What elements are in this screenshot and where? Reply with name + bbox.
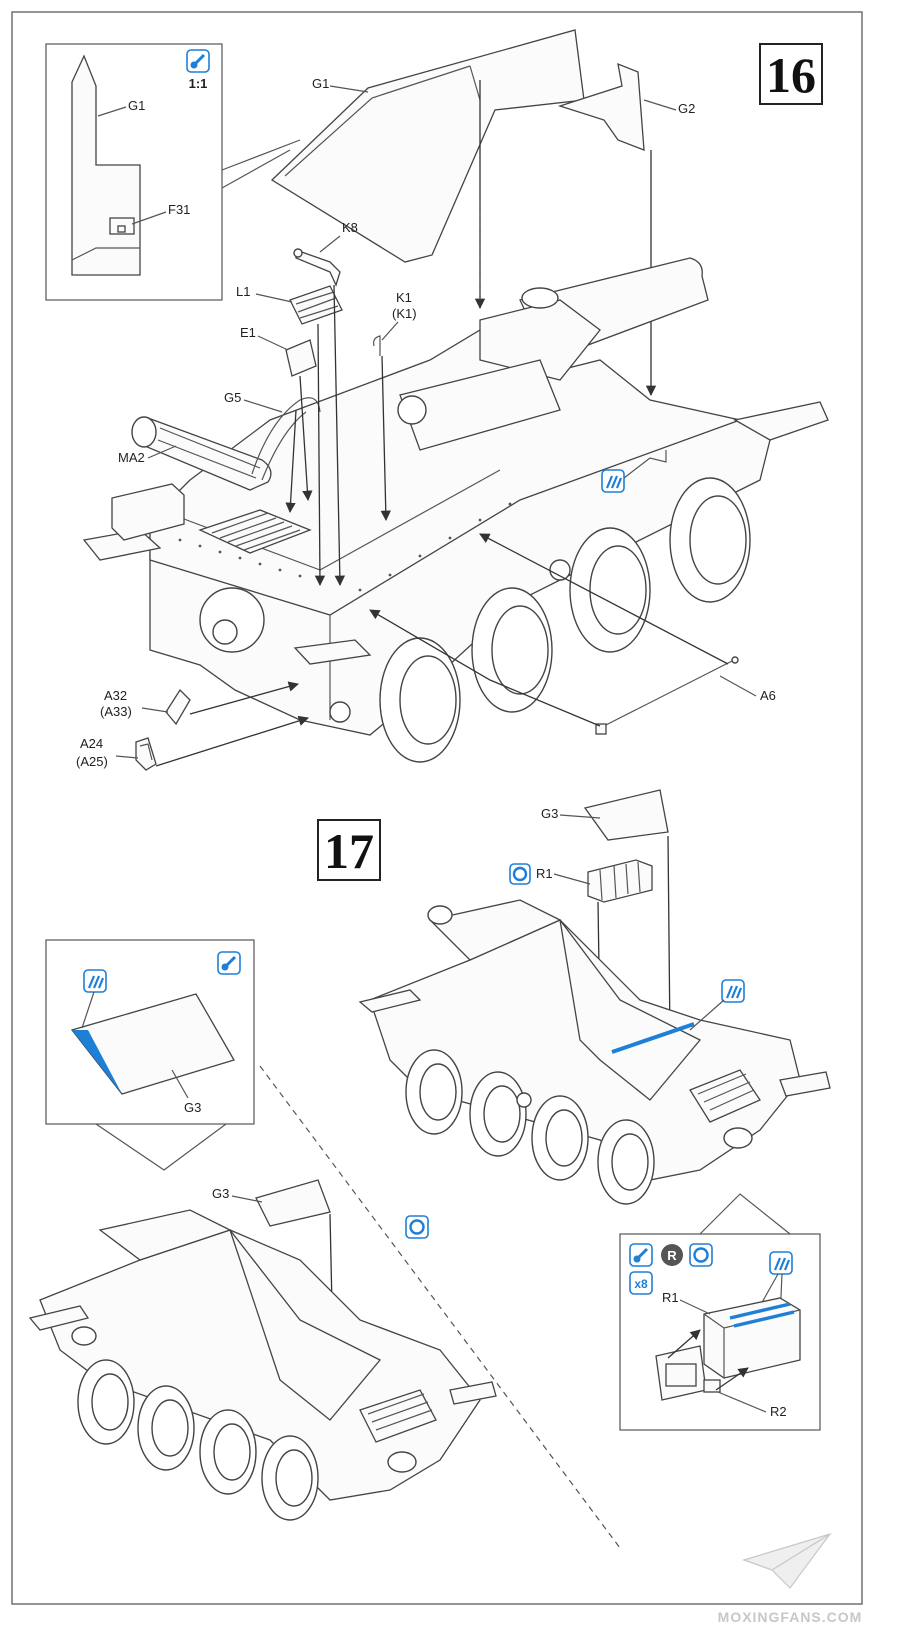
label-g3-top: G3 bbox=[541, 806, 558, 821]
step-16-number: 16 bbox=[766, 47, 816, 103]
part-r1-top bbox=[587, 859, 653, 903]
arrow-r2-a bbox=[667, 1329, 701, 1359]
arrow-l1 bbox=[314, 323, 326, 587]
label-r1-inset: R1 bbox=[662, 1290, 679, 1305]
label-a6: A6 bbox=[760, 688, 776, 703]
road-wheels-step17-alt bbox=[77, 1359, 319, 1521]
arrow-k1 bbox=[380, 355, 391, 522]
part-a24 bbox=[135, 737, 157, 771]
alternate-icon bbox=[405, 1215, 429, 1239]
scale-label: 1:1 bbox=[189, 76, 208, 91]
part-k1 bbox=[373, 335, 381, 356]
part-g3-top bbox=[583, 789, 669, 841]
paper-plane-icon bbox=[742, 1532, 832, 1589]
step-17-number: 17 bbox=[324, 823, 374, 879]
part-g3-bottom bbox=[255, 1179, 331, 1227]
glue-icon bbox=[186, 49, 210, 73]
label-a32: A32 bbox=[104, 688, 127, 703]
alternate-divider bbox=[259, 1065, 621, 1549]
part-r1-inset bbox=[703, 1297, 801, 1379]
label-k1-alt: (K1) bbox=[392, 306, 417, 321]
watermark: MOXINGFANS.COM bbox=[718, 1532, 863, 1625]
inset-r1-leader bbox=[699, 1193, 791, 1235]
part-e1 bbox=[285, 339, 317, 377]
svg-text:x8: x8 bbox=[634, 1277, 648, 1291]
label-e1: E1 bbox=[240, 325, 256, 340]
arrow-r2-b bbox=[715, 1367, 749, 1391]
label-f31: F31 bbox=[168, 202, 190, 217]
arrow-a6-b bbox=[479, 533, 729, 665]
inset-g3-part bbox=[70, 993, 235, 1095]
inset-g1-part bbox=[71, 54, 141, 276]
alternate-icon bbox=[509, 863, 531, 885]
label-r2: R2 bbox=[770, 1404, 787, 1419]
part-k8 bbox=[293, 248, 341, 287]
label-g2: G2 bbox=[678, 101, 695, 116]
label-a24: A24 bbox=[80, 736, 103, 751]
alternate-icon bbox=[689, 1243, 713, 1267]
label-k8: K8 bbox=[342, 220, 358, 235]
glue-icon bbox=[217, 951, 241, 975]
label-g3-inset: G3 bbox=[184, 1100, 201, 1115]
arrow-a24 bbox=[155, 715, 309, 767]
label-g3-bottom: G3 bbox=[212, 1186, 229, 1201]
step-16-box bbox=[759, 43, 823, 105]
label-ma2: MA2 bbox=[118, 450, 145, 465]
part-r2 bbox=[655, 1345, 721, 1401]
part-a6 bbox=[595, 656, 739, 735]
hull-step17-main bbox=[358, 899, 831, 1181]
glue-icon bbox=[629, 1243, 653, 1267]
label-g1: G1 bbox=[312, 76, 329, 91]
repeat-icon: x8 bbox=[629, 1271, 653, 1295]
label-a25: (A25) bbox=[76, 754, 108, 769]
inset-g3-leader bbox=[95, 1123, 227, 1171]
road-wheels-step16 bbox=[329, 477, 751, 763]
paint-icon bbox=[769, 1251, 793, 1275]
step-16: 16 1:1 G1 F31 G1 G2 bbox=[45, 29, 829, 771]
hull-step17-alt bbox=[28, 1209, 497, 1501]
label-g5: G5 bbox=[224, 390, 241, 405]
part-g2 bbox=[557, 62, 645, 151]
label-g1-inset: G1 bbox=[128, 98, 145, 113]
hull-step16 bbox=[82, 257, 829, 736]
label-k1: K1 bbox=[396, 290, 412, 305]
inset-g1-leader bbox=[221, 139, 301, 189]
r-badge-icon: R bbox=[661, 1244, 683, 1266]
label-r1-top: R1 bbox=[536, 866, 553, 881]
arrow-k8 bbox=[333, 284, 346, 587]
watermark-text: MOXINGFANS.COM bbox=[718, 1609, 863, 1625]
part-g1 bbox=[270, 29, 585, 263]
arrow-a32 bbox=[189, 681, 300, 715]
page-frame bbox=[11, 11, 863, 1605]
step-17: 17 G3 R1 bbox=[28, 789, 831, 1549]
paint-icon bbox=[721, 979, 745, 1003]
part-a32 bbox=[165, 688, 191, 726]
arrow-g5 bbox=[285, 409, 297, 514]
label-a33: (A33) bbox=[100, 704, 132, 719]
paint-icon bbox=[601, 469, 625, 493]
paint-icon bbox=[83, 969, 107, 993]
step-17-box bbox=[317, 819, 381, 881]
arrow-g3-top bbox=[664, 835, 676, 1042]
arrow-e1 bbox=[299, 375, 313, 502]
road-wheels-step17-main bbox=[405, 1049, 655, 1205]
arrow-a6-a bbox=[369, 609, 601, 727]
part-l1 bbox=[289, 285, 343, 325]
svg-text:R: R bbox=[667, 1248, 677, 1263]
label-l1: L1 bbox=[236, 284, 250, 299]
